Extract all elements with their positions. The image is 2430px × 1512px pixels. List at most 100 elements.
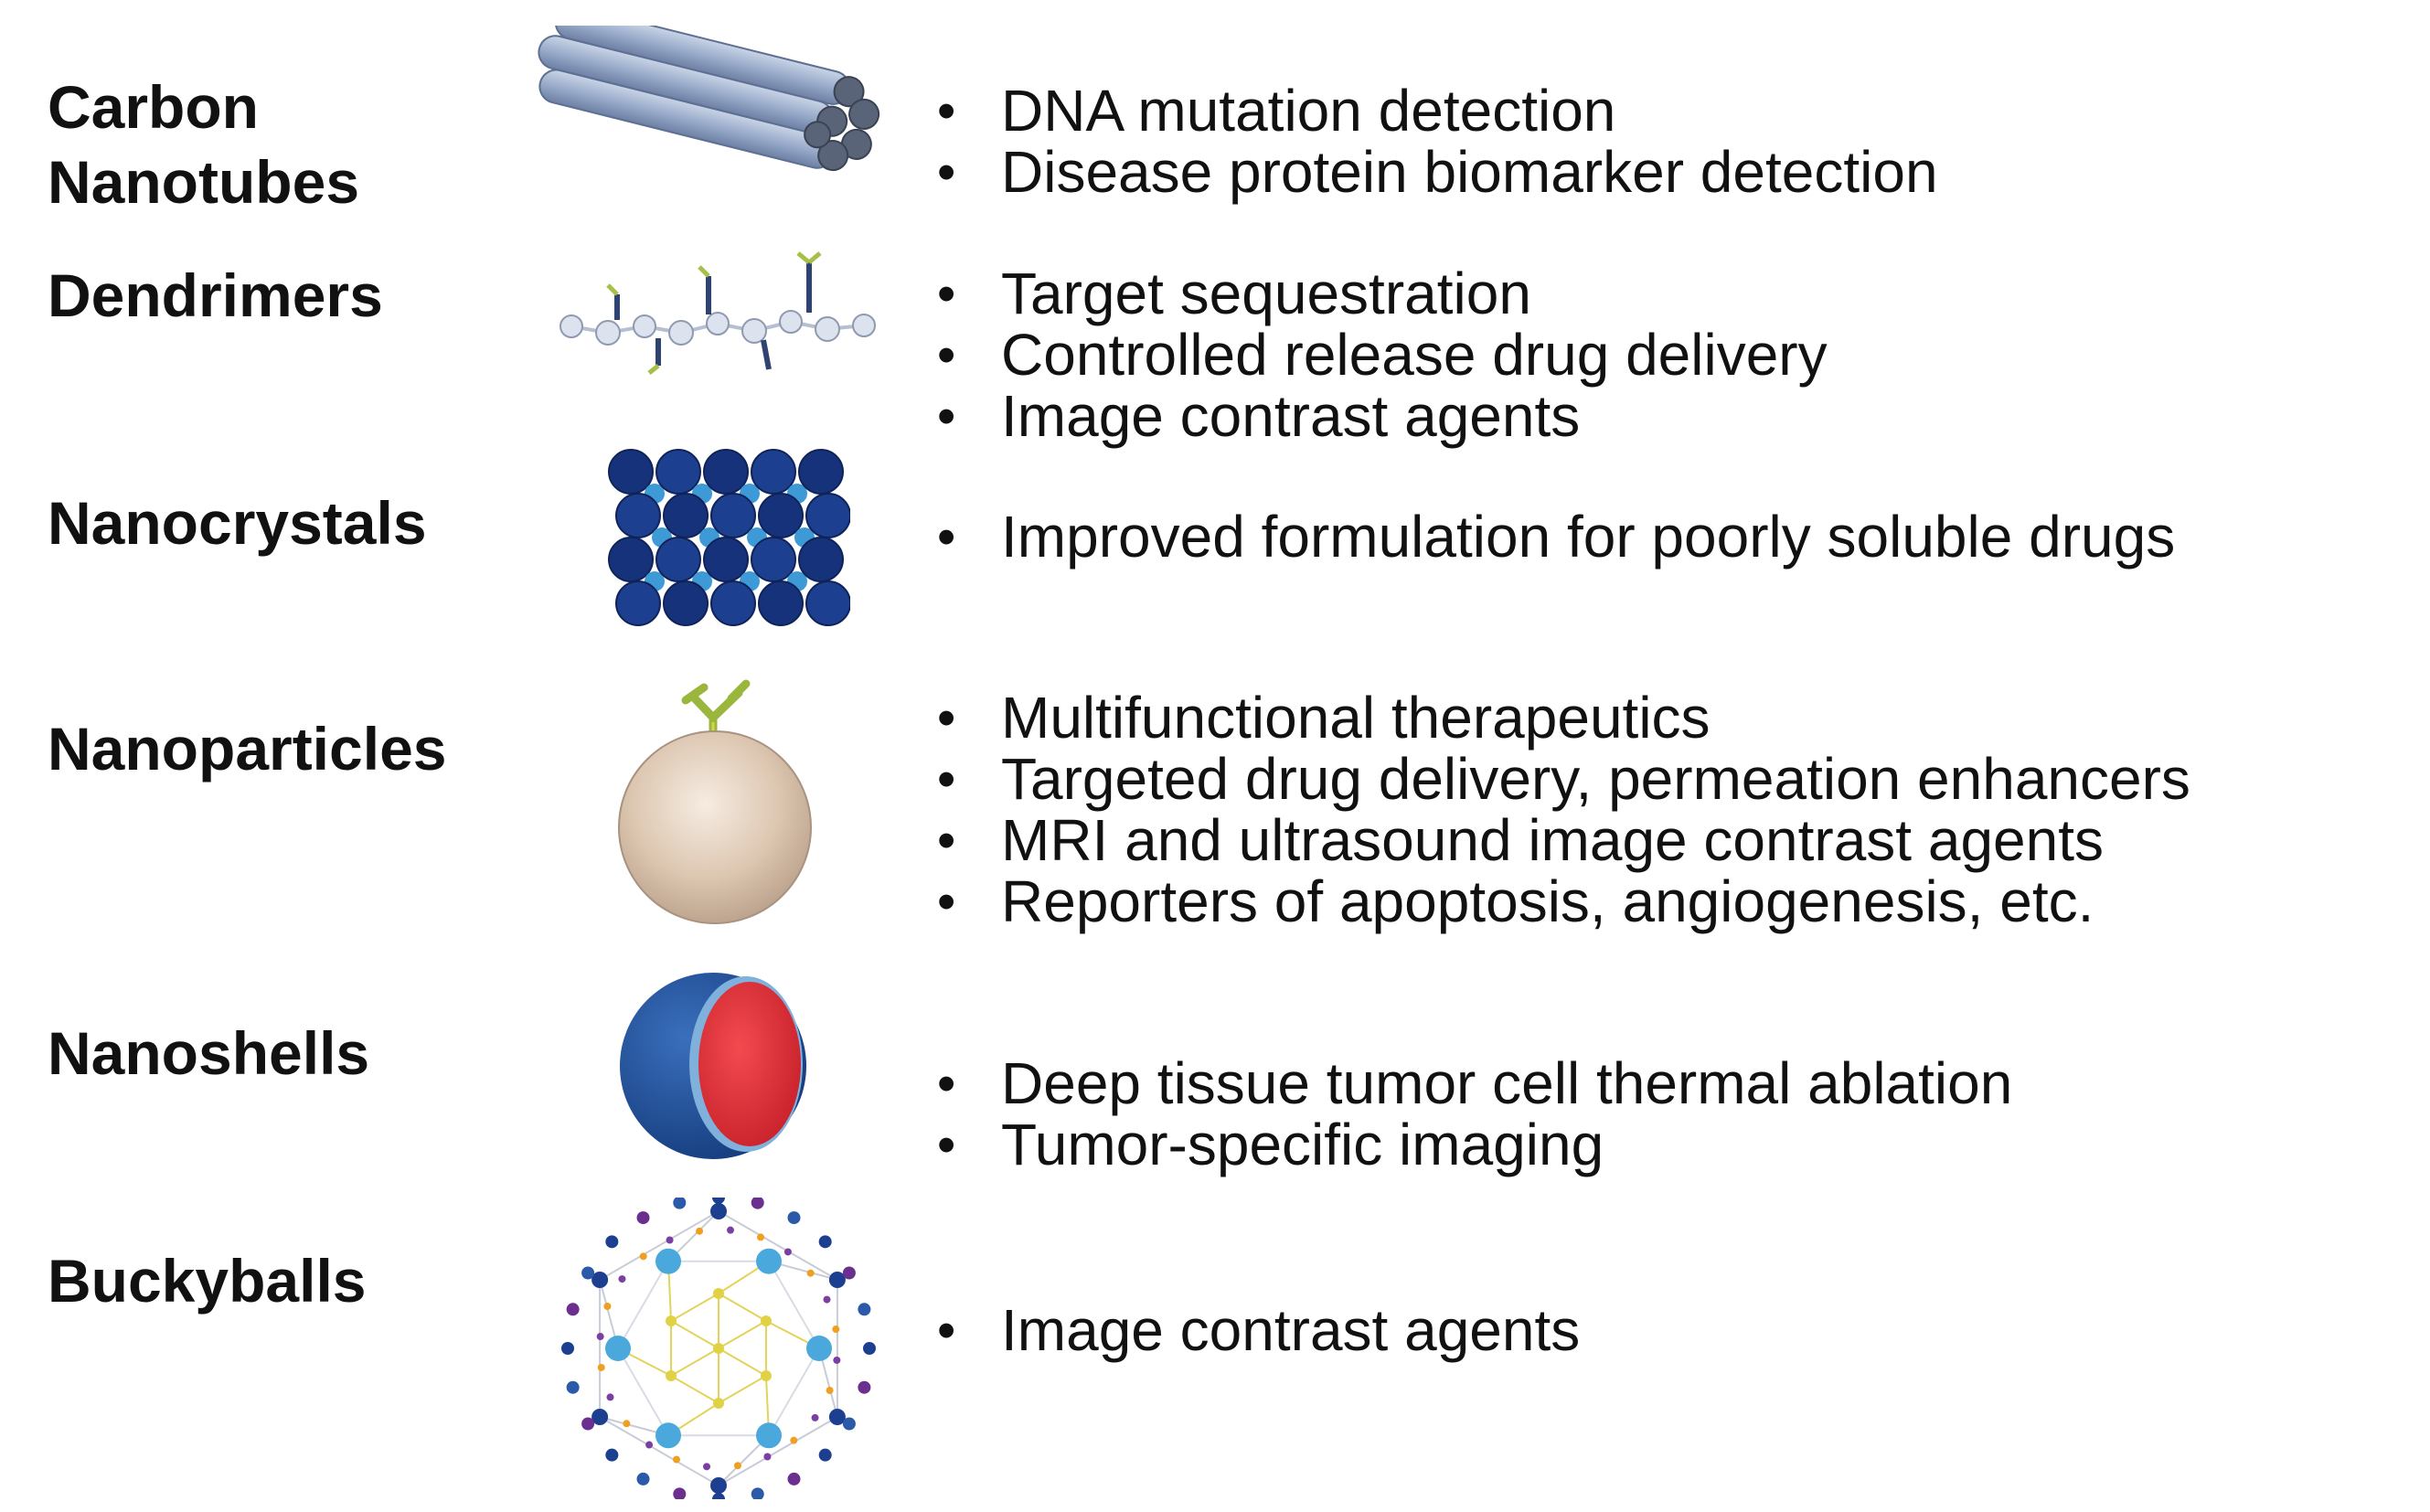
atom xyxy=(858,1380,871,1394)
nanoparticle-icon xyxy=(613,676,823,925)
nanocrystal-icon xyxy=(603,444,850,633)
atom xyxy=(832,1326,840,1334)
atom xyxy=(826,1387,834,1395)
atom xyxy=(566,1303,580,1316)
atom xyxy=(581,1266,595,1280)
lattice-atom xyxy=(608,449,654,495)
bullet-item: Controlled release drug delivery xyxy=(937,325,1828,387)
lattice-atom xyxy=(805,493,850,538)
atom xyxy=(636,1472,650,1485)
bond xyxy=(768,1261,820,1349)
atom xyxy=(858,1303,871,1316)
atom xyxy=(712,1493,725,1499)
atom xyxy=(710,1203,727,1219)
bond xyxy=(718,1293,767,1322)
lattice-atom xyxy=(655,537,701,582)
atom xyxy=(806,1336,832,1361)
atom xyxy=(757,1233,765,1241)
atom xyxy=(597,1363,605,1371)
atom xyxy=(623,1420,631,1428)
atom xyxy=(636,1211,650,1225)
label-line: Nanotubes xyxy=(48,148,360,216)
bullet-item: Image contrast agents xyxy=(937,386,1828,448)
atom xyxy=(673,1487,687,1499)
atom xyxy=(760,1315,772,1326)
bullet-item: MRI and ultrasound image contrast agents xyxy=(937,810,2190,872)
atom xyxy=(863,1342,876,1355)
atom xyxy=(655,1422,681,1449)
lattice-atom xyxy=(663,580,709,626)
lattice-atom xyxy=(608,537,654,582)
atom xyxy=(645,1441,654,1449)
bullet-item: Target sequestration xyxy=(937,263,1828,325)
atom xyxy=(696,1227,704,1235)
bond xyxy=(670,1320,719,1349)
atom xyxy=(581,1417,595,1431)
atom xyxy=(672,1455,680,1464)
atom xyxy=(828,1272,846,1288)
atom xyxy=(842,1417,856,1431)
bullets-nanocrystals: Improved formulation for poorly soluble … xyxy=(937,506,2175,569)
atom xyxy=(733,1462,741,1470)
atom xyxy=(790,1436,798,1444)
atom xyxy=(666,1370,677,1381)
label-line: Carbon xyxy=(48,73,259,141)
lattice-atom xyxy=(663,493,709,538)
lattice-atom xyxy=(615,493,661,538)
bond xyxy=(599,1416,719,1486)
lattice-atom xyxy=(758,493,804,538)
atom xyxy=(603,1302,612,1310)
atom xyxy=(763,1453,772,1461)
lattice-atom xyxy=(805,580,850,626)
atom xyxy=(756,1248,782,1274)
lattice-atom xyxy=(703,537,749,582)
label-line: Nanoshells xyxy=(48,1019,370,1087)
bond xyxy=(768,1347,820,1436)
lattice-atom xyxy=(710,493,756,538)
bond xyxy=(670,1347,719,1377)
lattice-atom xyxy=(798,449,844,495)
atom xyxy=(566,1380,580,1394)
bullets-nanoparticles: Multifunctional therapeutics Targeted dr… xyxy=(937,687,2190,933)
atom xyxy=(713,1343,724,1354)
nanoshell-icon xyxy=(611,971,823,1163)
atom xyxy=(787,1472,801,1485)
label-line: Nanoparticles xyxy=(48,715,447,783)
atom xyxy=(605,1235,619,1249)
atom xyxy=(561,1342,574,1355)
bullet-item: Reporters of apoptosis, angiogenesis, et… xyxy=(937,871,2190,933)
bond xyxy=(718,1320,767,1349)
atom xyxy=(666,1236,674,1244)
atom xyxy=(842,1266,856,1280)
atom xyxy=(783,1248,792,1256)
atom xyxy=(605,1448,619,1462)
atom xyxy=(751,1487,764,1499)
atom xyxy=(606,1393,614,1401)
atom xyxy=(618,1275,626,1283)
label-buckyballs: Buckyballs xyxy=(48,1243,367,1318)
label-nanoparticles: Nanoparticles xyxy=(48,711,446,786)
label-line: Nanocrystals xyxy=(48,489,427,557)
lattice-atom xyxy=(703,449,749,495)
bullet-item: Tumor-specific imaging xyxy=(937,1114,2012,1177)
atom xyxy=(726,1226,734,1234)
bullet-item: Targeted drug delivery, permeation enhan… xyxy=(937,749,2190,811)
atom xyxy=(828,1409,846,1425)
atom xyxy=(787,1211,801,1225)
label-nanoshells: Nanoshells xyxy=(48,1016,369,1091)
atom xyxy=(592,1272,609,1288)
atom xyxy=(710,1477,727,1494)
lattice-atom xyxy=(655,449,701,495)
atom xyxy=(655,1248,681,1274)
atom xyxy=(592,1409,609,1425)
bond xyxy=(670,1375,719,1404)
carbon-nanotubes-icon xyxy=(521,26,914,190)
atom xyxy=(639,1252,647,1261)
bullet-item: DNA mutation detection xyxy=(937,80,1938,143)
bullet-item: Deep tissue tumor cell thermal ablation xyxy=(937,1053,2012,1115)
atom xyxy=(713,1398,724,1409)
label-dendrimers: Dendrimers xyxy=(48,258,383,333)
bond xyxy=(670,1293,719,1322)
bullets-buckyballs: Image contrast agents xyxy=(937,1300,1580,1362)
bullets-dendrimers: Target sequestration Controlled release … xyxy=(937,263,1828,448)
